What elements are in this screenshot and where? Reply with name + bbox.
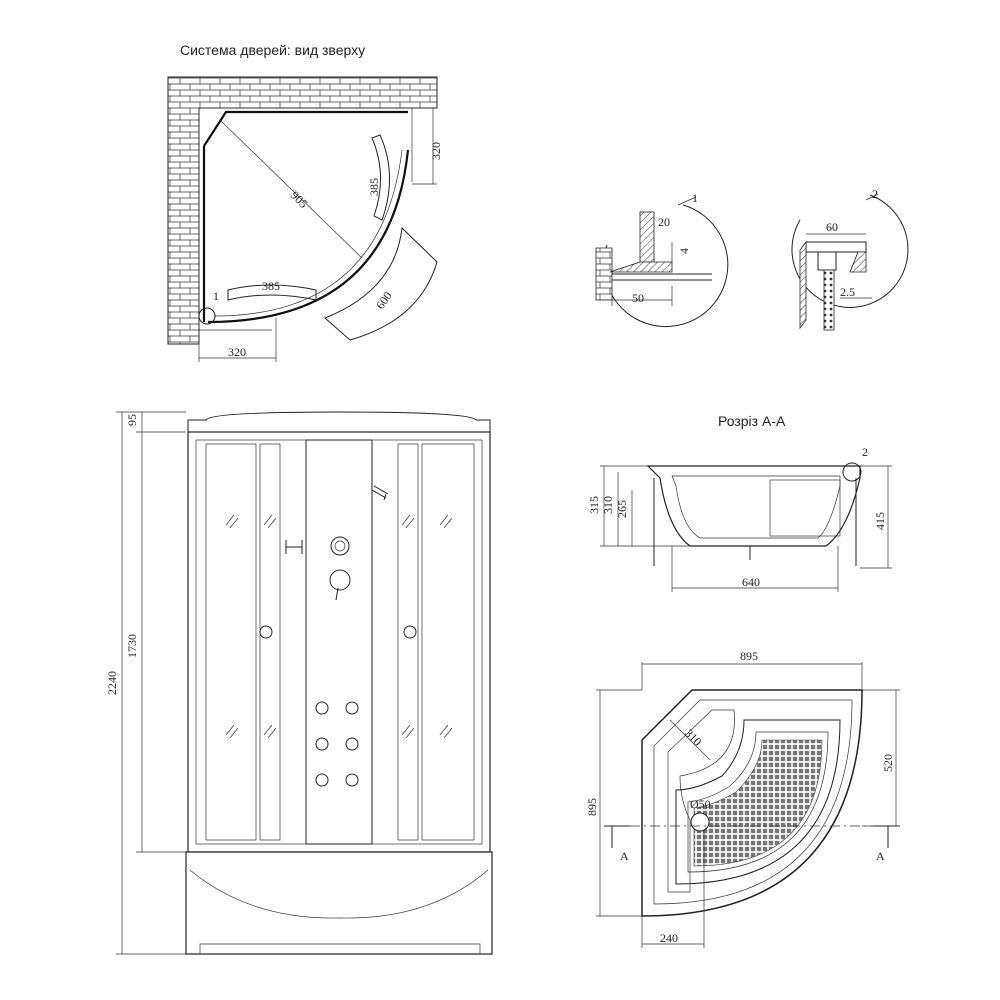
detail2-d25: 2.5: [840, 285, 855, 299]
door-left: [259, 443, 281, 841]
glass-panel-bottom: [227, 284, 317, 301]
anti-slip-area: [693, 739, 823, 867]
dim-240: 240: [660, 931, 678, 945]
side-dim-label: 320: [429, 142, 443, 160]
radius-label: 600: [373, 289, 395, 312]
panel-side-label: 385: [367, 178, 381, 196]
back-panel: [305, 439, 373, 845]
open-door-panel: [324, 226, 438, 341]
dim-520: 520: [881, 754, 895, 772]
sliding-door-arc: [207, 149, 410, 324]
callout-circle: [198, 307, 216, 325]
front-view: 95 1730 2240: [105, 411, 493, 955]
cabin-roof: [187, 411, 491, 433]
section-callout: 2: [862, 445, 868, 459]
detail-2: 2 60 2.5: [791, 187, 909, 331]
control-knob: [330, 536, 350, 556]
massage-jet: [345, 737, 359, 751]
dim-415: 415: [873, 512, 887, 530]
cut-right: А: [876, 849, 885, 863]
detail1-d20: 20: [658, 215, 670, 229]
detail1-callout: 1: [692, 191, 698, 205]
detail2-d60: 60: [826, 220, 838, 234]
dim-w895: 895: [740, 649, 758, 663]
door-handle-right: [403, 625, 417, 639]
door-handle-left: [259, 625, 273, 639]
massage-jet: [345, 773, 359, 787]
shower-head: [371, 485, 389, 501]
frame-back: [203, 110, 408, 147]
glass-right-outer: [421, 443, 475, 841]
cabin-base: [185, 851, 493, 955]
panel-bottom-label: 385: [262, 279, 280, 293]
massage-jet: [315, 773, 329, 787]
massage-jet: [345, 701, 359, 715]
dim-1730: 1730: [125, 634, 139, 658]
drain-label: Ø50: [690, 797, 711, 811]
top-view: Система дверей: вид зверху 905 600 385 3…: [167, 42, 443, 362]
dim-h895: 895: [585, 798, 599, 816]
diagonal-dimension: [219, 119, 363, 259]
dim-310: 310: [601, 496, 615, 514]
drain: [690, 812, 710, 832]
detail1-d50: 50: [632, 291, 644, 305]
mixer-tap: [329, 569, 351, 591]
cut-left: А: [620, 849, 629, 863]
dim-640: 640: [742, 575, 760, 589]
dim-265: 265: [615, 500, 629, 518]
top-view-title: Система дверей: вид зверху: [180, 42, 365, 58]
massage-jet: [315, 701, 329, 715]
bottom-dim-label: 320: [228, 345, 246, 359]
plan-view: Ø50 895 895 520 310 240 А А: [585, 649, 900, 948]
shelf-bracket: [285, 540, 303, 554]
top-callout-label: 1: [213, 289, 219, 303]
massage-jet: [315, 737, 329, 751]
section-title: Розріз А-А: [718, 413, 786, 429]
section-aa: Розріз А-А 2 315 310 265 415 640: [587, 413, 892, 592]
cabin-frame: [187, 431, 491, 853]
dim-95: 95: [125, 414, 139, 426]
glass-left-outer: [205, 443, 257, 841]
dim-315: 315: [587, 496, 601, 514]
dim-2240: 2240: [105, 671, 119, 695]
detail2-callout: 2: [872, 187, 878, 201]
diag-label: 905: [288, 188, 311, 211]
detail1-d4: 4: [677, 248, 691, 254]
glass-panel-side: [371, 134, 390, 221]
detail-1: 1 20 4 50: [595, 191, 729, 328]
brick-wall: [167, 76, 438, 345]
door-right: [397, 443, 419, 841]
